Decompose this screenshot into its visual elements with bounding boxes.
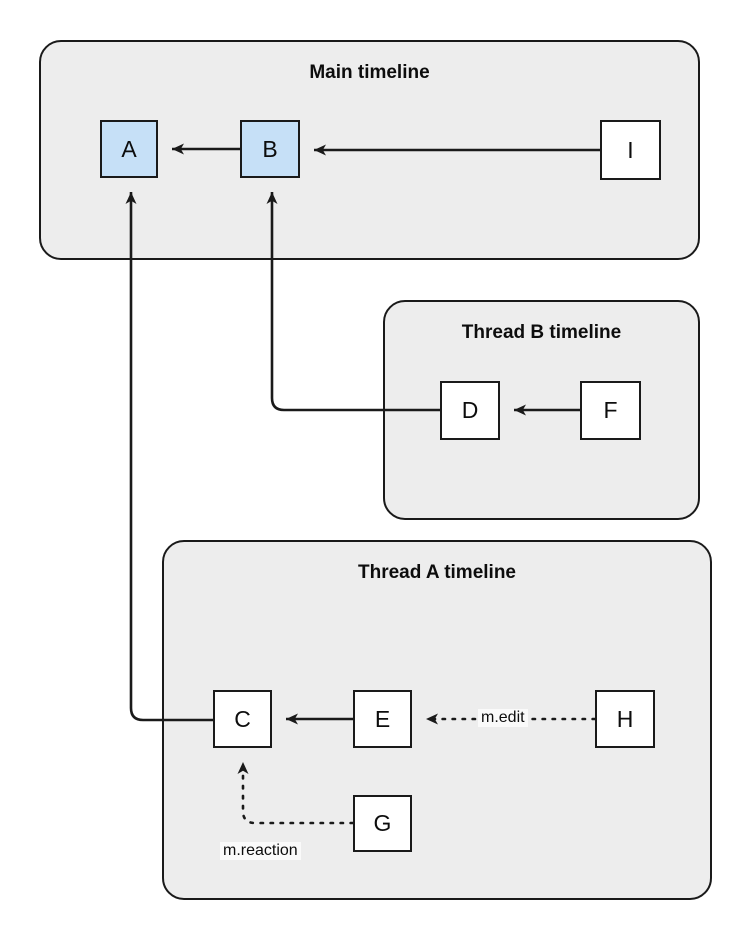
edge-label-m-edit: m.edit bbox=[478, 709, 528, 727]
node-g[interactable]: G bbox=[353, 795, 412, 852]
panel-thread-a-title: Thread A timeline bbox=[357, 562, 516, 583]
node-e[interactable]: E bbox=[353, 690, 412, 748]
node-b[interactable]: B bbox=[240, 120, 300, 178]
node-f-label: F bbox=[603, 397, 618, 423]
node-h[interactable]: H bbox=[595, 690, 655, 748]
node-d-label: D bbox=[461, 397, 479, 423]
node-f[interactable]: F bbox=[580, 381, 641, 440]
node-h-label: H bbox=[616, 705, 634, 732]
edge-label-m-reaction: m.reaction bbox=[220, 842, 301, 860]
node-g-label: G bbox=[373, 810, 392, 836]
node-i-label: I bbox=[627, 136, 634, 163]
node-e-label: E bbox=[374, 705, 391, 732]
panel-thread-b: Thread B timeline bbox=[383, 300, 700, 520]
node-a-label: A bbox=[121, 135, 137, 162]
node-c[interactable]: C bbox=[213, 690, 272, 748]
panel-thread-b-title: Thread B timeline bbox=[461, 322, 622, 343]
panel-main-title: Main timeline bbox=[309, 62, 430, 83]
node-a[interactable]: A bbox=[100, 120, 158, 178]
node-d[interactable]: D bbox=[440, 381, 500, 440]
node-c-label: C bbox=[234, 705, 251, 732]
node-i[interactable]: I bbox=[600, 120, 661, 180]
node-b-label: B bbox=[262, 135, 278, 162]
